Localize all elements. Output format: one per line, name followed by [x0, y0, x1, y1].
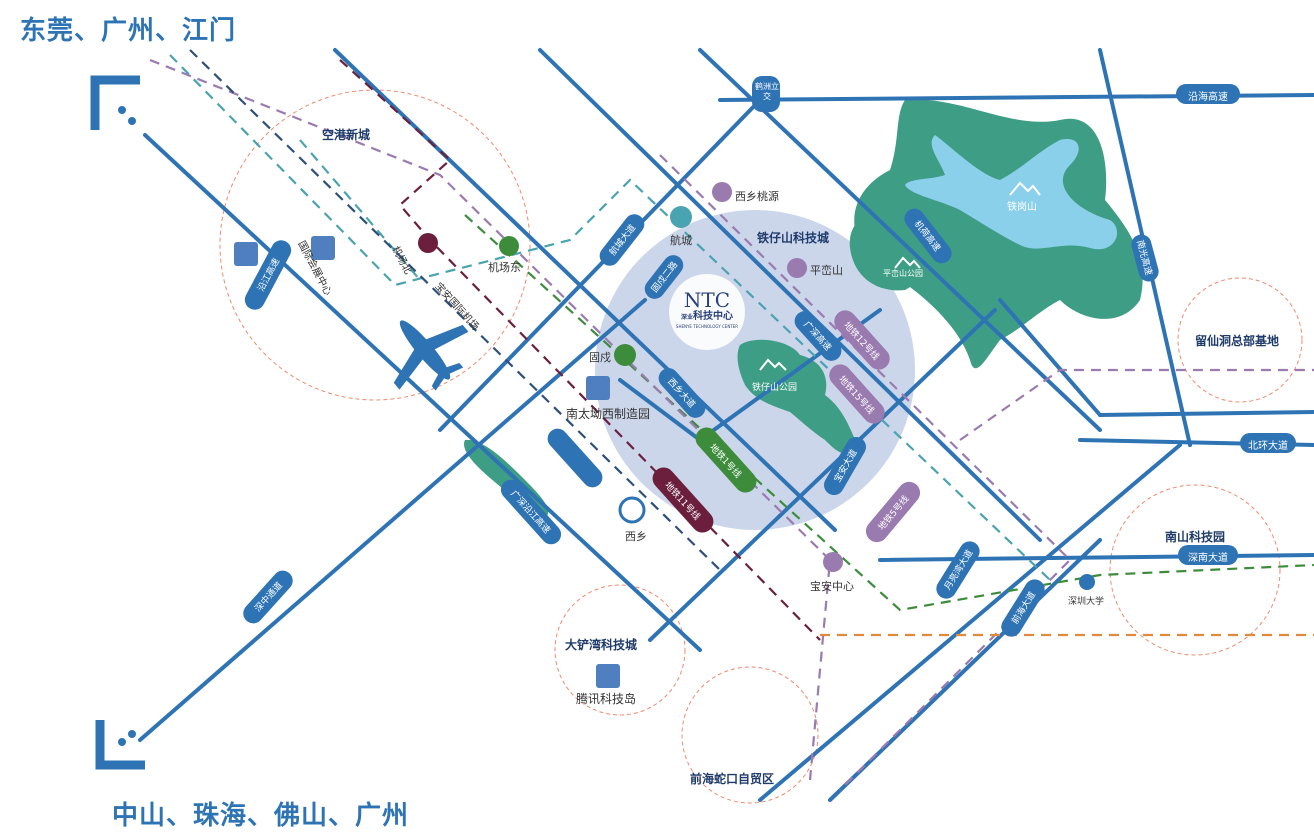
nanshan-ring — [1109, 484, 1281, 656]
label-dachanwan: 大铲湾科技城 — [565, 638, 638, 652]
ntc-logo: NTC 深业科技中心 SHENYE TECHNOLOGY CENTER — [670, 290, 744, 330]
label-xixiang: 西乡 — [625, 530, 647, 543]
label-nanshan: 南山科技园 — [1165, 530, 1226, 544]
label-qianhai: 前海蛇口自贸区 — [690, 772, 775, 786]
tiegang-park — [854, 99, 1143, 369]
road-heping: 鹤洲立交 — [755, 82, 779, 101]
qianhai-ring — [681, 666, 819, 804]
dachanwan-ring — [554, 584, 686, 716]
airplane-icon — [393, 320, 469, 391]
label-szu: 深圳大学 — [1068, 597, 1105, 607]
liuxiandong-ring — [1177, 277, 1303, 403]
road-yanhai: 沿海高速 — [1188, 92, 1228, 103]
tiezaishan-park — [737, 339, 860, 455]
metro-lines — [149, 49, 1314, 791]
building-icons — [234, 236, 620, 688]
airport-city-ring — [219, 89, 531, 401]
ntc-logo-ring — [669, 274, 745, 350]
heading-south: 中山、珠海、佛山、广州 — [112, 801, 410, 831]
label-jichangdong: 机场东 — [488, 261, 521, 274]
label-tiezaishan: 铁仔山科技城 — [757, 231, 830, 245]
ntc-logo-prefix: 深业 — [680, 314, 693, 321]
label-tiegang: 铁岗山 — [1007, 202, 1037, 213]
heading-north: 东莞、广州、江门 — [20, 16, 237, 46]
ntc-logo-name: 科技中心 — [693, 311, 733, 322]
label-tencent: 腾讯科技岛 — [576, 692, 637, 706]
road-network — [138, 48, 1314, 802]
label-tiezaishan-park: 铁仔山公园 — [752, 383, 798, 393]
label-xixiang-taoyuan: 西乡桃源 — [735, 190, 779, 203]
university-icon — [1079, 574, 1095, 590]
corner-bracket-bottom — [95, 720, 145, 770]
station-markers — [418, 182, 843, 572]
road-beihuan: 北环大道 — [1248, 441, 1288, 452]
mountain-icons — [759, 181, 1041, 371]
label-pingluanshan: 平峦山 — [810, 264, 843, 277]
label-airport-city: 空港新城 — [322, 128, 371, 142]
label-pingluan-park: 平峦山公园 — [883, 269, 923, 278]
label-hangcheng: 航城 — [670, 234, 692, 247]
tiegang-reservoir — [905, 135, 1118, 250]
metro-badges — [652, 310, 921, 543]
road-shennan: 深南大道 — [1188, 553, 1228, 564]
ntc-logo-big: NTC — [683, 288, 731, 312]
label-liuxiandong: 留仙洞总部基地 — [1195, 334, 1280, 348]
corner-bracket-top — [90, 75, 140, 130]
label-gucheng: 固戍 — [589, 351, 611, 364]
label-nantaiyun: 南太坳西制造园 — [566, 407, 651, 421]
pingluan-park-patch — [849, 220, 924, 291]
road-badges — [243, 76, 1296, 637]
label-baoan-center: 宝安中心 — [810, 580, 854, 593]
ntc-logo-small: SHENYE TECHNOLOGY CENTER — [675, 324, 739, 329]
